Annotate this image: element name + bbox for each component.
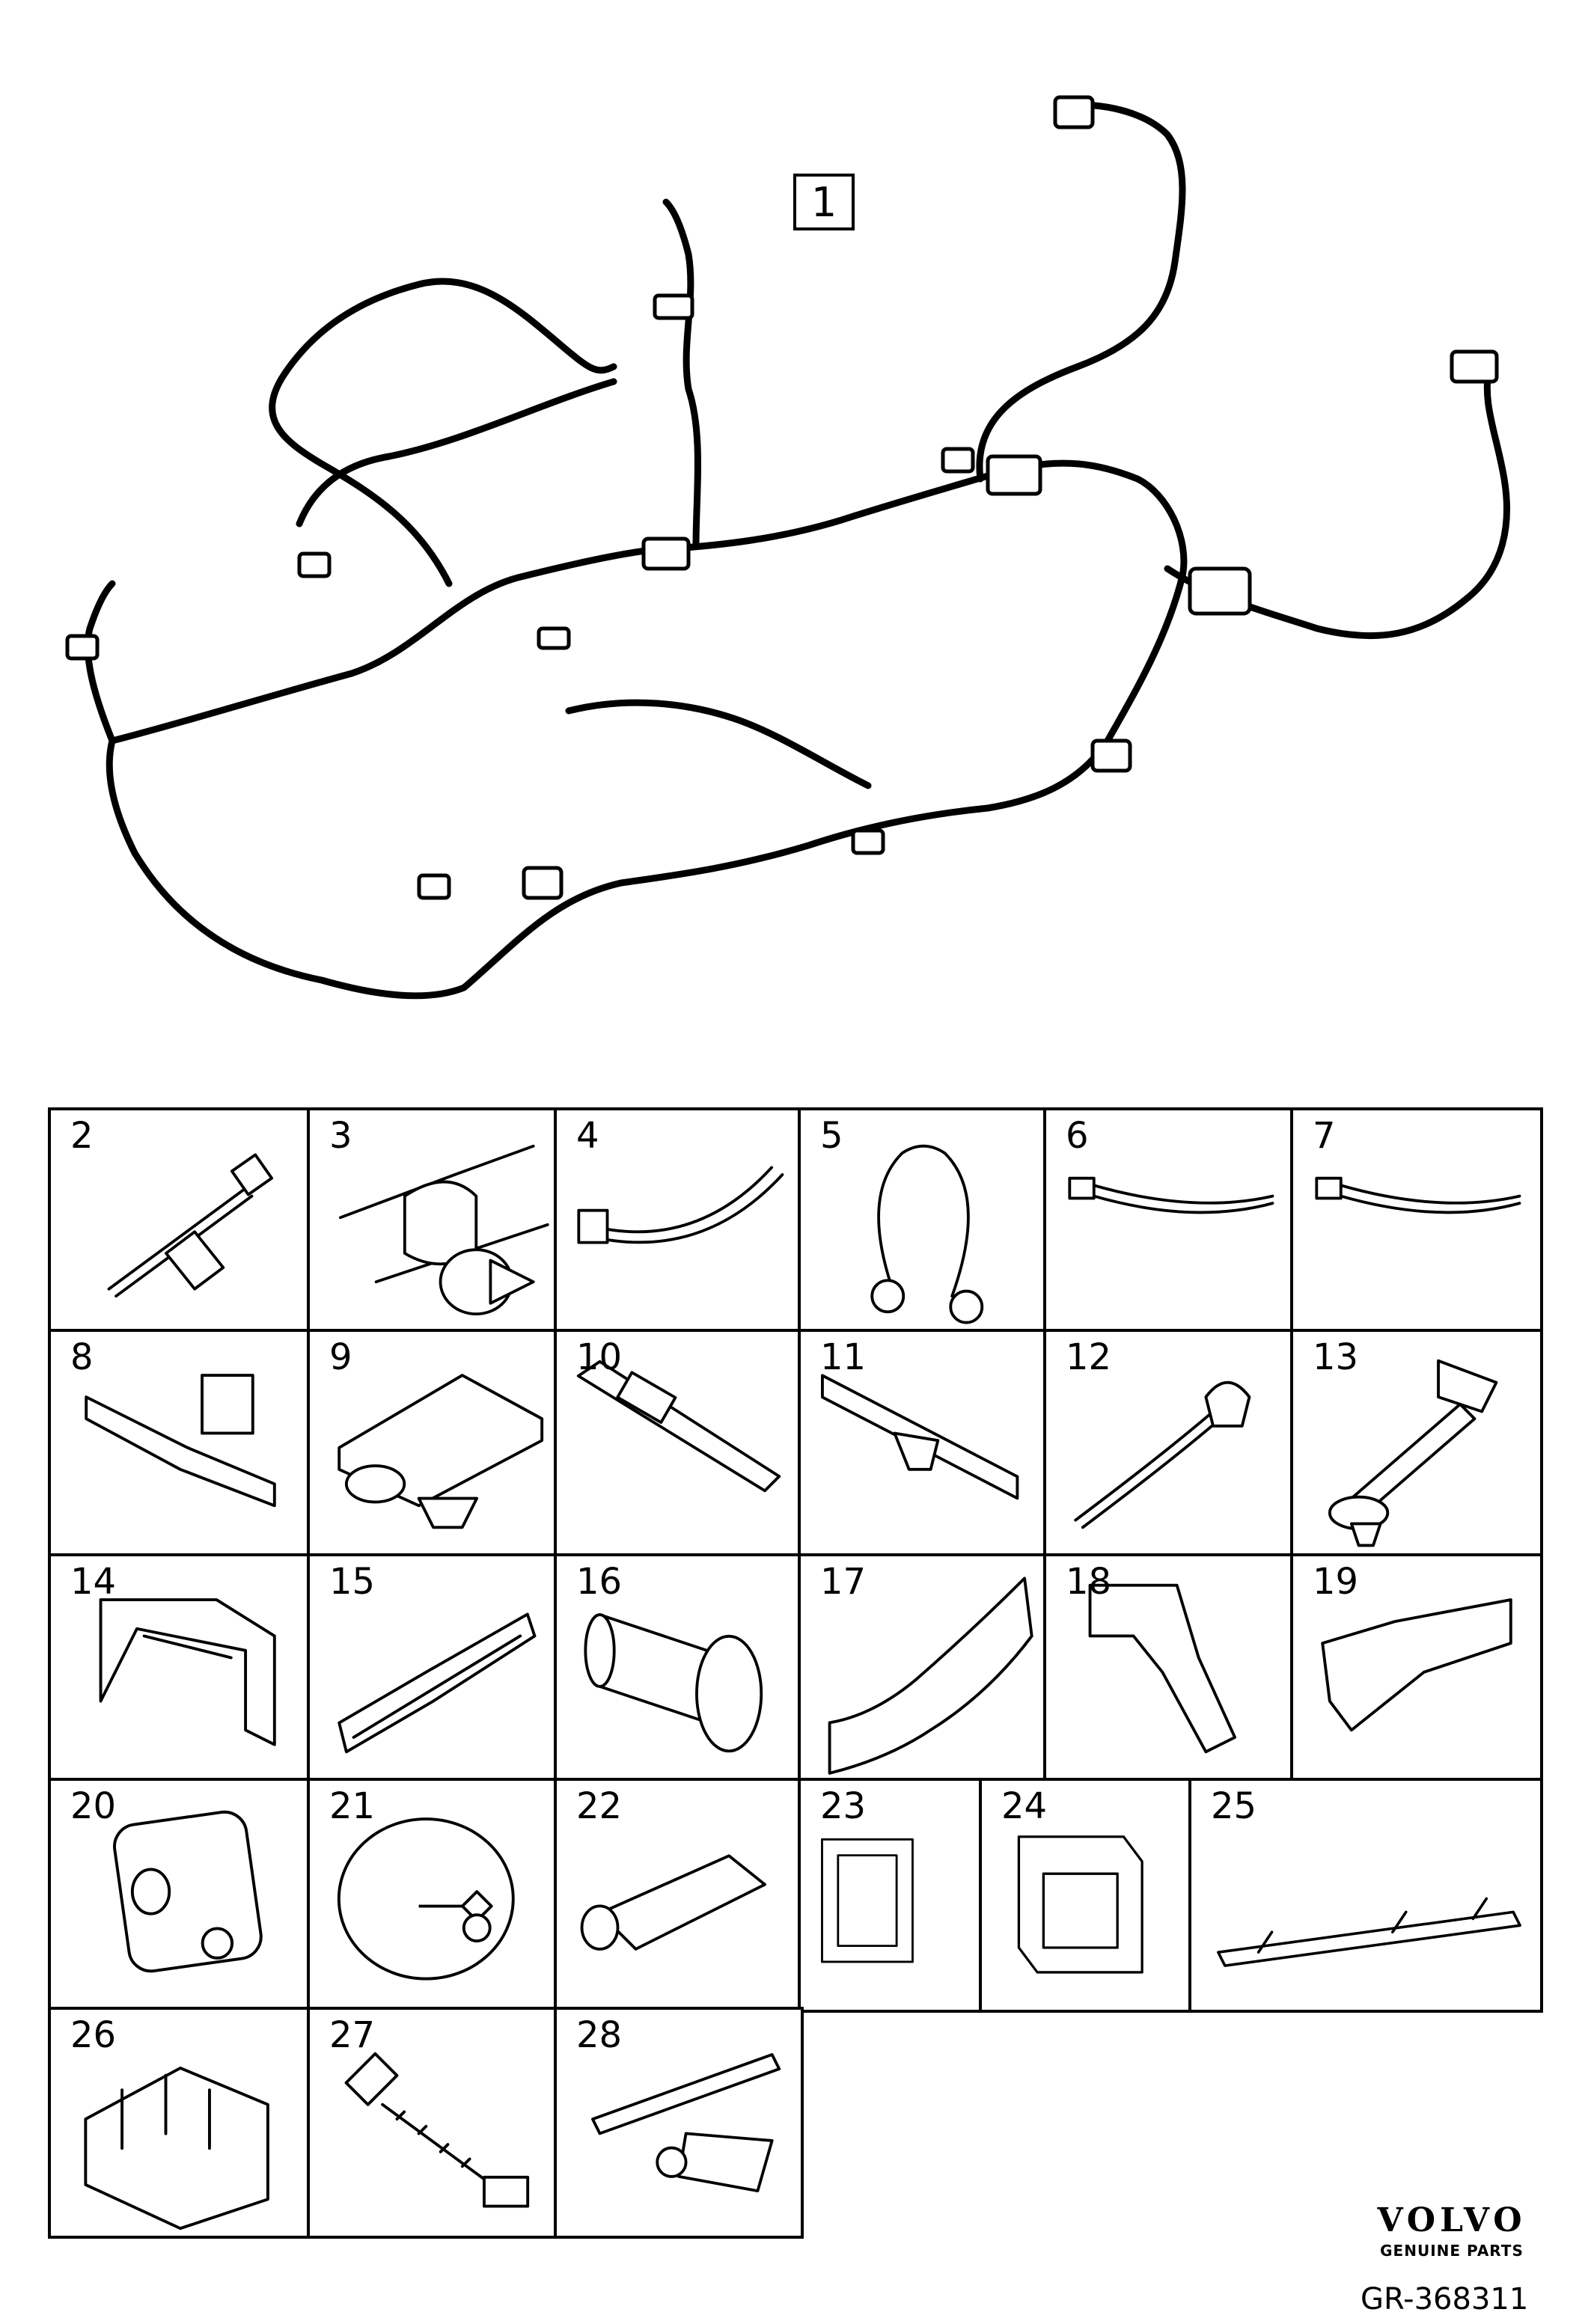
part-number: 11	[820, 1336, 867, 1378]
cable-tie-with-clip-icon	[107, 1153, 273, 1298]
square-grommet-icon	[113, 1810, 263, 1973]
cable-holder-with-clip-icon	[338, 1374, 544, 1529]
part-number: 8	[70, 1336, 94, 1378]
part-number: 12	[1066, 1336, 1112, 1378]
cable-holder-rail-icon	[821, 1374, 1019, 1500]
part-cell-28: 28	[554, 2007, 804, 2239]
part-cell-9: 9	[307, 1329, 560, 1559]
part-number: 14	[70, 1561, 117, 1603]
part-cell-5: 5	[798, 1107, 1049, 1335]
part-number: 23	[820, 1785, 867, 1827]
part-cell-7: 7	[1290, 1107, 1543, 1335]
part-number: 4	[576, 1115, 599, 1157]
part-cell-22: 22	[554, 1778, 804, 2013]
part-cell-20: 20	[48, 1778, 313, 2013]
part-number: 24	[1001, 1785, 1048, 1827]
part-cell-23: 23	[798, 1778, 985, 2013]
part-cell-26: 26	[48, 2007, 313, 2239]
part-cell-10: 10	[554, 1329, 804, 1559]
part-cell-11: 11	[798, 1329, 1049, 1559]
cable-tie-icon	[1068, 1176, 1274, 1214]
part-cell-27: 27	[307, 2007, 560, 2239]
part-number: 2	[70, 1115, 94, 1157]
part-cell-2: 2	[48, 1107, 313, 1335]
part-cell-19: 19	[1290, 1553, 1543, 1784]
part-number: 26	[70, 2014, 117, 2056]
item-callout-1: 1	[793, 174, 855, 230]
round-grommet-icon	[337, 1817, 515, 1981]
cable-tie-with-anchor-icon	[577, 1166, 784, 1244]
cable-rail-icon	[1217, 1897, 1521, 1967]
part-cell-6: 6	[1043, 1107, 1296, 1335]
part-number: 9	[329, 1336, 352, 1378]
cable-duct-icon	[338, 1612, 537, 1754]
part-number: 19	[1313, 1561, 1359, 1603]
part-cell-3: 3	[307, 1107, 560, 1335]
part-number: 25	[1211, 1785, 1257, 1827]
part-cell-17: 17	[798, 1553, 1049, 1784]
cable-tie-icon	[1315, 1176, 1521, 1214]
cable-cover-bracket-icon	[99, 1598, 276, 1746]
connector-housing-icon	[580, 1854, 766, 1951]
part-cell-16: 16	[554, 1553, 804, 1784]
wiring-harness-illustration	[65, 95, 1510, 1000]
part-cell-14: 14	[48, 1553, 313, 1784]
part-number: 20	[70, 1785, 117, 1827]
part-cell-12: 12	[1043, 1329, 1296, 1559]
part-cell-8: 8	[48, 1329, 313, 1559]
part-cell-25: 25	[1188, 1778, 1543, 2013]
cable-guide-icon	[828, 1577, 1033, 1775]
part-number: 28	[576, 2014, 623, 2056]
part-cell-4: 4	[554, 1107, 804, 1335]
part-number: 3	[329, 1115, 352, 1157]
part-cell-15: 15	[307, 1553, 560, 1784]
part-number: 17	[820, 1561, 867, 1603]
cable-holder-bracket-icon	[1088, 1583, 1237, 1754]
part-number: 13	[1313, 1336, 1359, 1378]
connector-frame-icon	[821, 1838, 914, 1963]
brand-tagline: GENUINE PARTS	[1380, 2242, 1524, 2260]
part-cell-24: 24	[979, 1778, 1194, 2013]
part-cell-18: 18	[1043, 1553, 1296, 1784]
part-number: 10	[576, 1336, 623, 1378]
cable-clip-with-push-pin-icon	[338, 1144, 549, 1316]
part-number: 21	[329, 1785, 376, 1827]
threaded-clip-icon	[344, 2052, 530, 2208]
cable-tie-with-mount-icon	[1074, 1380, 1251, 1529]
loop-strap-icon	[870, 1144, 984, 1324]
part-number: 5	[820, 1115, 843, 1157]
cable-clamp-plate-icon	[591, 2052, 781, 2193]
part-number: 16	[576, 1561, 623, 1603]
grommet-sleeve-icon	[584, 1613, 763, 1753]
connector-block-icon	[84, 2066, 269, 2230]
part-cell-13: 13	[1290, 1329, 1543, 1559]
cable-channel-icon	[85, 1374, 276, 1508]
connector-holder-icon	[1017, 1835, 1143, 1974]
volvo-brand: VOLVO GENUINE PARTS	[1355, 2204, 1549, 2260]
part-cell-21: 21	[307, 1778, 560, 2013]
part-number: 6	[1066, 1115, 1089, 1157]
part-number: 18	[1066, 1561, 1112, 1603]
diagram-reference: GR-368311	[1361, 2282, 1529, 2317]
cable-bracket-arm-icon	[1328, 1359, 1498, 1547]
part-number: 7	[1313, 1115, 1336, 1157]
part-number: 22	[576, 1785, 623, 1827]
part-number: 27	[329, 2014, 376, 2056]
strap-clip-icon	[576, 1360, 781, 1493]
volvo-logo: VOLVO	[1377, 2201, 1527, 2239]
cable-cover-icon	[1321, 1598, 1512, 1732]
part-number: 15	[329, 1561, 376, 1603]
